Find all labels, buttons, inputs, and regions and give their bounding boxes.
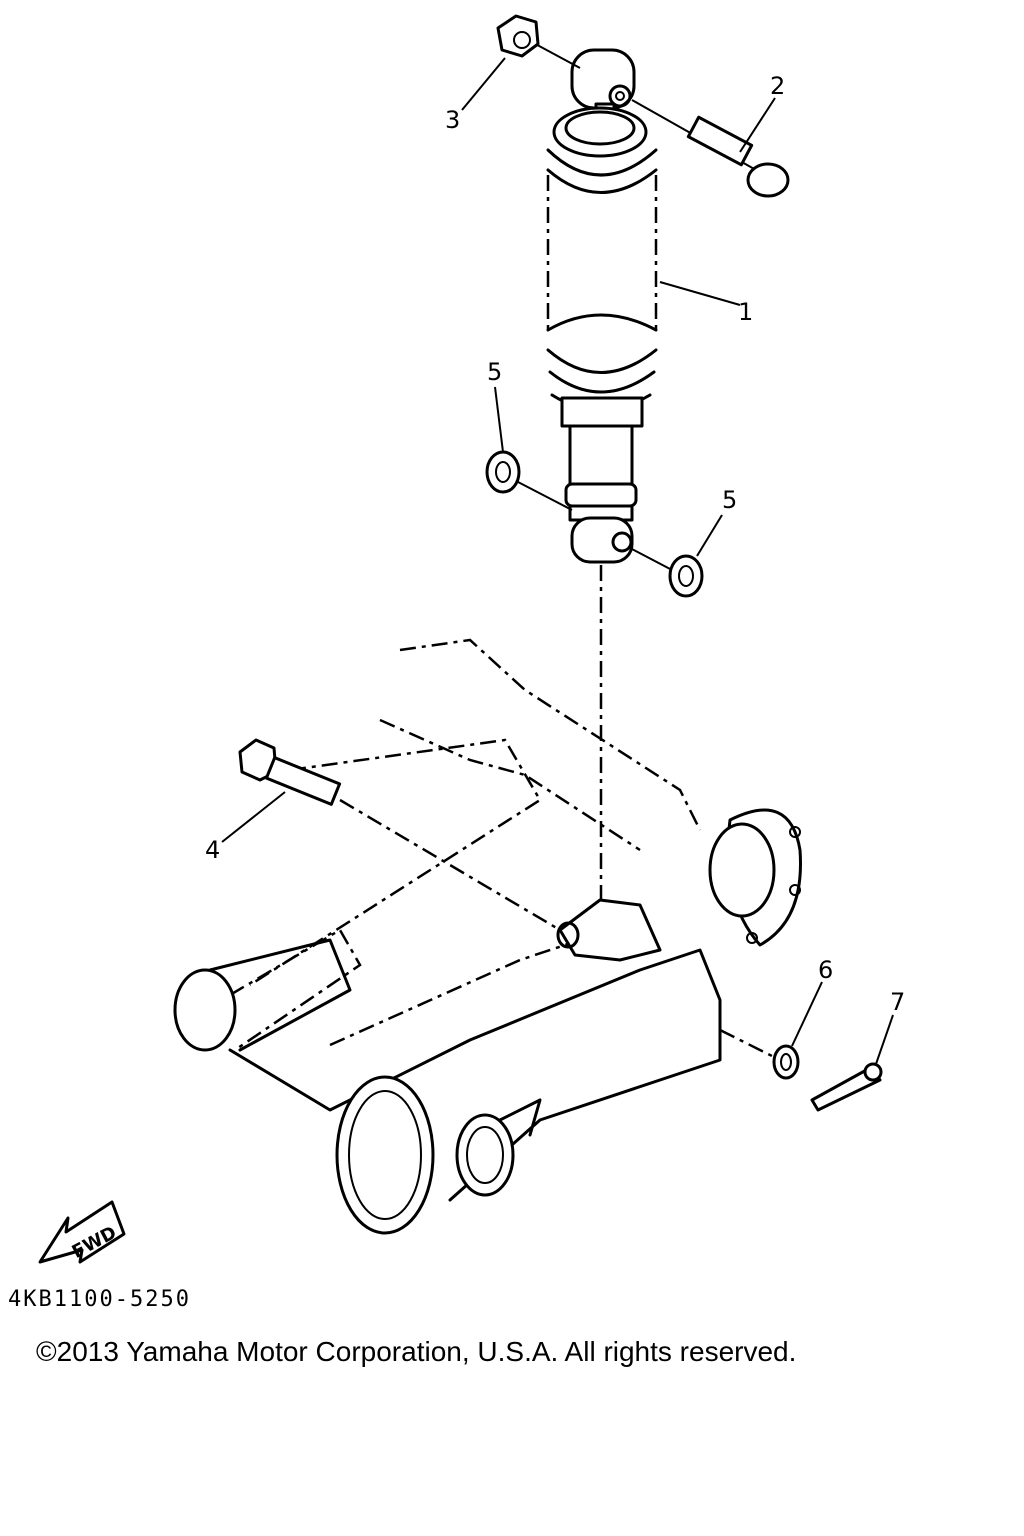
callout-1: 1 bbox=[738, 298, 754, 326]
bolt-4 bbox=[238, 738, 561, 932]
callout-6: 6 bbox=[818, 956, 834, 984]
callout-5-left: 5 bbox=[487, 358, 503, 386]
callout-4: 4 bbox=[205, 836, 221, 864]
cotter-pin-7 bbox=[810, 1062, 883, 1112]
rear-shock-absorber bbox=[546, 48, 658, 564]
callout-2: 2 bbox=[770, 72, 786, 100]
leader-lines bbox=[221, 57, 894, 1065]
callout-7: 7 bbox=[890, 988, 906, 1016]
copyright-notice: ©2013 Yamaha Motor Corporation, U.S.A. A… bbox=[36, 1336, 797, 1367]
rear-arm-exploded-diagram: FWD bbox=[38, 14, 894, 1264]
bolt-2 bbox=[631, 99, 790, 198]
rear-swing-arm bbox=[173, 638, 802, 1235]
washer-6 bbox=[719, 1028, 800, 1080]
nut-3 bbox=[496, 14, 581, 69]
callout-3: 3 bbox=[445, 106, 461, 134]
fwd-arrow-icon: FWD bbox=[38, 1200, 126, 1264]
callout-5-right: 5 bbox=[722, 486, 738, 514]
washer-5-right bbox=[629, 547, 704, 598]
part-code: 4KB1100-5250 bbox=[8, 1287, 191, 1312]
washer-5-left bbox=[485, 450, 573, 511]
